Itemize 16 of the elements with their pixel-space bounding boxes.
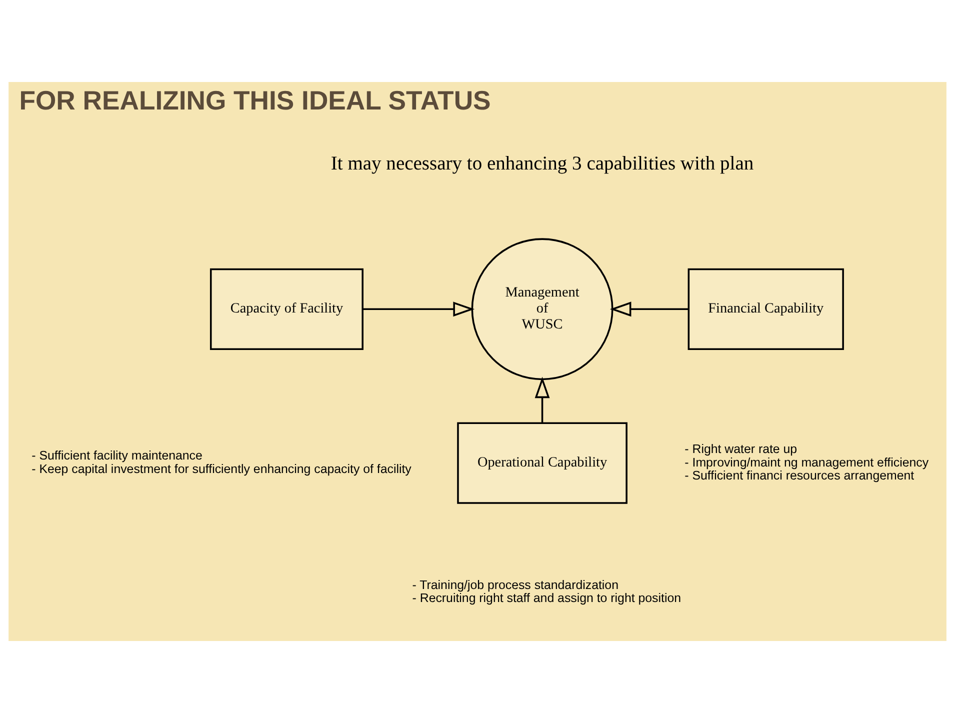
node-label: - Sufficient financi resources arrangement: [684, 468, 914, 482]
diagram-title: FOR REALIZING THIS IDEAL STATUS: [19, 85, 491, 116]
node-label: - Training/job process standardization: [412, 577, 618, 592]
arrow: [610, 301, 689, 316]
node-label: - Right water rate up: [684, 442, 798, 456]
node-label: - Keep capital investment for sufficiently enhancing capacity of facility: [32, 462, 412, 476]
label: It may necessary to enhancing 3 capabilities with plan: [330, 152, 754, 174]
node-label: - Improving/maint ng management efficiency: [684, 454, 929, 469]
arrow: [534, 376, 550, 422]
node-box: Financial Capability: [688, 268, 844, 350]
node-box: Operational Capability: [457, 422, 628, 504]
arrow: [362, 301, 475, 316]
node-label: - Recruiting right staff and assign to right position: [412, 590, 681, 605]
node-box: Capacity of Facility: [210, 268, 364, 350]
node-label: - Sufficient facility maintenance: [32, 448, 202, 462]
node-circle: Management of WUSC: [471, 238, 614, 380]
